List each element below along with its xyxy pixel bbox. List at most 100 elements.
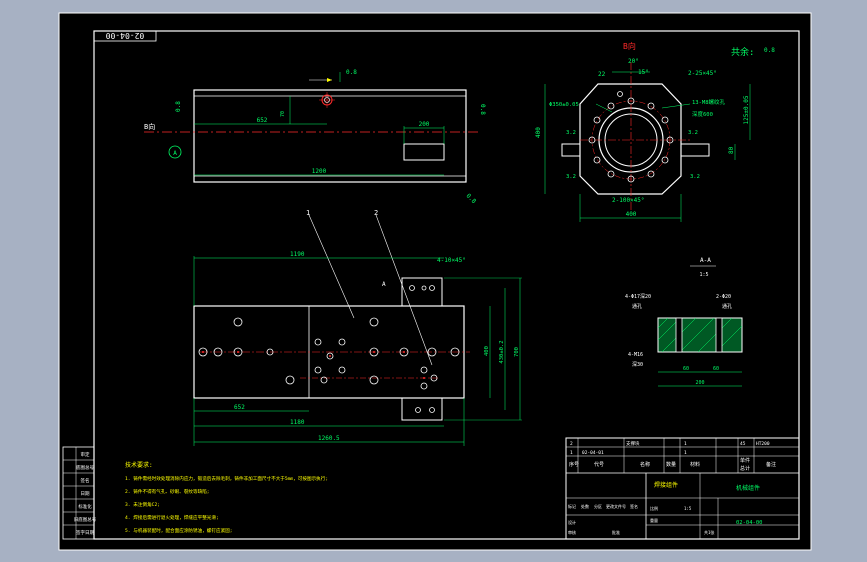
strip-label: 审定 <box>81 451 90 458</box>
technical-notes: 技术要求: 1. 铸件需经时效处理消除内应力，锻造后去除毛刺，铸件非加工面尺寸不… <box>125 461 328 534</box>
flatness-right: 0.8 <box>479 104 486 115</box>
front-view: 1 2 A 4-10×45° 1190 400 430±0.2 700 652 … <box>193 209 522 446</box>
section-a-mark: A <box>382 281 386 288</box>
dim-400: 400 <box>484 346 490 356</box>
rough-right: 3.2 <box>688 130 698 136</box>
header-cell: 数量 <box>666 461 676 468</box>
header-cell: 单件 <box>740 457 750 464</box>
drawing-background <box>59 13 811 550</box>
angle-20: 20° <box>628 58 639 65</box>
note-line: 2. 铸件不得有气孔、砂眼、裂纹等缺陷; <box>125 488 210 495</box>
dim-200: 200 <box>419 121 430 128</box>
block-label: 1:5 <box>684 506 692 511</box>
strip-label: 标准化 <box>78 503 92 510</box>
strip-label: 旧底图总号 <box>74 516 97 523</box>
title-block: 2 支撑块 1 45 HT200 1 02-04-01 1 序号 代号 名称 数… <box>565 437 800 540</box>
dim-652: 652 <box>257 117 268 124</box>
quantity-label: 共余: <box>731 46 754 58</box>
depth-label: 深度600 <box>692 110 713 118</box>
note-line: 4. 焊接后需进行退火处理，焊缝应平整光滑; <box>125 514 219 521</box>
left-strip: 审定 底图总号 签名 日期 标准化 旧底图总号 签字日期 <box>62 446 97 540</box>
notes-title: 技术要求: <box>125 461 153 469</box>
section-body <box>657 317 743 353</box>
part-1-label: 1 <box>306 209 310 217</box>
row2-cell: 02-04-01 <box>582 450 604 456</box>
rough-right-2: 3.2 <box>690 174 700 180</box>
dim-1200: 1200 <box>312 168 327 175</box>
rough-left-2: 3.2 <box>566 174 576 180</box>
header-cell: 材料 <box>690 461 700 468</box>
dim-80: 80 <box>728 146 735 154</box>
flatness-top: 0.8 <box>346 69 357 76</box>
dim-125: 125±0.05 <box>743 95 750 124</box>
part-2-label: 2 <box>374 209 378 217</box>
row1-cell: HT200 <box>756 441 770 447</box>
block-label: 重量 <box>650 517 658 523</box>
hole-right-b: 通孔 <box>722 303 732 310</box>
holes-chamfer: 4-10×45° <box>437 257 466 264</box>
dim-400-width: 400 <box>626 211 637 218</box>
dim-652: 652 <box>234 404 245 411</box>
dim-1180: 1180 <box>290 419 305 426</box>
block-label: 比例 <box>650 505 658 511</box>
dim-1190: 1190 <box>290 251 305 258</box>
block-label: 设计 <box>568 519 576 525</box>
dia-label: Φ350±0.05 <box>549 102 579 108</box>
header-cell: 备注 <box>766 461 776 468</box>
holes-label: 13-M8螺纹孔 <box>692 98 726 106</box>
row2-cell: 1 <box>684 450 687 456</box>
header-cell: 名称 <box>640 461 650 468</box>
block-label: 处数 <box>581 503 589 509</box>
rough-left: 3.2 <box>566 130 576 136</box>
block-label: 标记 <box>568 503 576 509</box>
note-line: 1. 铸件需经时效处理消除内应力，锻造后去除毛刺，铸件非加工面尺寸不大于5mm，… <box>125 475 328 482</box>
dim-22: 22 <box>598 71 606 78</box>
dim-70: 70 <box>280 111 286 117</box>
front-holes <box>198 285 460 413</box>
dim-700: 700 <box>514 347 520 357</box>
header-cell: 序号 <box>569 461 579 468</box>
row1-cell: 2 <box>570 441 573 447</box>
rotated-drawing-code: 02-04-00 <box>106 31 145 40</box>
row1-cell: 1 <box>684 441 687 447</box>
block-label: 审核 <box>568 529 576 535</box>
block-label: 签名 <box>630 503 638 509</box>
thread-label: 4-M16 <box>628 352 643 358</box>
dim-200: 200 <box>695 380 704 386</box>
dim-400-height: 400 <box>535 127 542 138</box>
sheet-inner-border <box>93 30 800 540</box>
row1-cell: 支撑块 <box>626 440 640 447</box>
section-scale: 1:5 <box>699 272 708 278</box>
drawing-number: 02-04-00 <box>736 520 763 526</box>
block-label: 分区 <box>594 503 602 509</box>
company-name: 机械组件 <box>736 484 760 492</box>
chamfer-top: 2-25×45° <box>688 70 717 77</box>
side-view: B向 20° 15° 2-25×45° 13-M8螺纹孔 深度600 Φ350±… <box>535 41 751 222</box>
top-view: 652 200 1200 70 0.8 0.8 0.8 0.8 B向 A <box>144 69 486 205</box>
sheet-outer-border <box>58 12 812 551</box>
row2-cell: 1 <box>570 450 573 456</box>
block-label: 共1张 <box>704 529 714 535</box>
dim-60-a: 60 <box>683 366 689 372</box>
section-title: A-A <box>700 257 711 264</box>
header-cell: 总计 <box>740 465 750 472</box>
strip-label: 日期 <box>81 491 90 497</box>
chamfer-bottom: 2-100×45° <box>612 197 645 204</box>
note-line: 5. 与机器装配时，配合面应涂防锈油，螺钉应紧固; <box>125 527 233 534</box>
quantity-value: 0.8 <box>764 47 775 54</box>
hole-left-b: 通孔 <box>632 303 642 310</box>
part-name: 焊接组件 <box>654 481 678 489</box>
strip-label: 签名 <box>81 477 90 484</box>
dim-60-b: 60 <box>713 366 719 372</box>
rotated-code-box <box>93 30 157 42</box>
side-view-title: B向 <box>623 41 636 51</box>
dim-430: 430±0.2 <box>499 340 505 363</box>
section-a-a: A-A 1:5 4-Φ17深20 通孔 2-Φ20 通孔 4-M16 深30 6… <box>625 257 743 387</box>
row1-cell: 45 <box>740 441 746 447</box>
block-label: 批准 <box>612 529 620 535</box>
hole-left: 4-Φ17深20 <box>625 293 651 300</box>
block-label: 更改文件号 <box>606 503 626 509</box>
view-b-label: B向 <box>144 122 155 131</box>
note-line: 3. 未注倒角C2; <box>125 501 160 508</box>
